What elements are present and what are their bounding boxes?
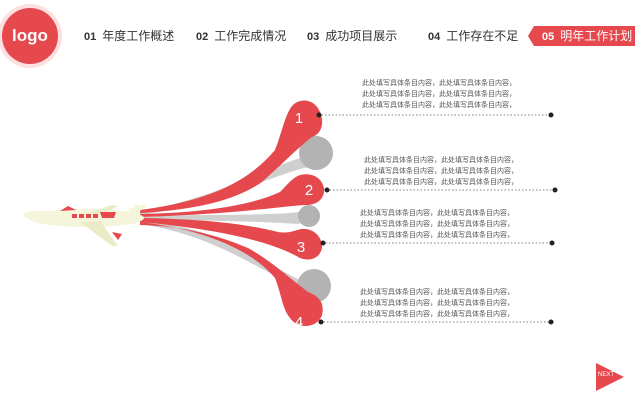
petal-number-1: 1 [295, 110, 303, 127]
gray-ball-1 [299, 136, 333, 170]
nav-item-label: 成功项目展示 [325, 29, 398, 43]
nav-item-label: 明年工作计划 [560, 29, 633, 43]
nav-item-1[interactable]: 01 年度工作概述 [84, 26, 174, 46]
nav-item-number: 02 [196, 31, 209, 43]
gray-ball-2 [298, 205, 320, 227]
nav-item-number: 01 [84, 31, 97, 43]
connector-dot-start [318, 319, 324, 325]
petal-2 [140, 174, 325, 217]
connector-dot-end [548, 112, 554, 118]
connector-dot-start [316, 112, 322, 118]
text-line: 此处填写具体条目内容，此处填写具体条目内容， [360, 299, 514, 307]
nav-item-label: 工作存在不足 [446, 29, 519, 43]
nav-item-label: 年度工作概述 [102, 29, 175, 43]
petal-text-3: 此处填写具体条目内容，此处填写具体条目内容， 此处填写具体条目内容，此处填写具体… [360, 208, 514, 241]
next-label[interactable]: NEXT [598, 372, 615, 378]
text-line: 此处填写具体条目内容，此处填写具体条目内容， [364, 178, 518, 186]
nav-item-number: 04 [428, 31, 441, 43]
connector-dot-start [324, 187, 330, 193]
text-line: 此处填写具体条目内容，此处填写具体条目内容， [360, 209, 514, 217]
text-line: 此处填写具体条目内容，此处填写具体条目内容， [360, 288, 514, 296]
petal-text-4: 此处填写具体条目内容，此处填写具体条目内容， 此处填写具体条目内容，此处填写具体… [360, 287, 514, 320]
text-line: 此处填写具体条目内容，此处填写具体条目内容， [360, 310, 514, 318]
text-line: 此处填写具体条目内容，此处填写具体条目内容， [364, 156, 518, 164]
nav-item-label: 工作完成情况 [214, 29, 287, 43]
nav-item-5[interactable]: 05 明年工作计划 [527, 26, 635, 46]
petal-number-2: 2 [305, 182, 313, 199]
nav-item-3[interactable]: 03 成功项目展示 [307, 26, 397, 46]
petal-3 [140, 218, 323, 260]
petal-text-2: 此处填写具体条目内容，此处填写具体条目内容， 此处填写具体条目内容，此处填写具体… [364, 155, 518, 188]
petal-text-1: 此处填写具体条目内容，此处填写具体条目内容， 此处填写具体条目内容，此处填写具体… [362, 78, 516, 111]
text-line: 此处填写具体条目内容，此处填写具体条目内容， [364, 167, 518, 175]
connector-dot-end [552, 187, 558, 193]
connector-dot-start [320, 240, 326, 246]
top-navigation: 01 年度工作概述 02 工作完成情况 03 成功项目展示 04 工作存在不足 05 明年… [0, 26, 635, 46]
text-line: 此处填写具体条目内容，此处填写具体条目内容， [360, 220, 514, 228]
petal-number-4: 4 [295, 314, 303, 331]
logo-text: logo [12, 26, 48, 45]
nav-item-number: 03 [307, 31, 320, 43]
nav-item-number: 05 [542, 31, 555, 43]
petal-number-3: 3 [297, 239, 305, 256]
text-line: 此处填写具体条目内容，此处填写具体条目内容， [362, 90, 516, 98]
connector-dot-end [549, 240, 555, 246]
petal-4 [140, 222, 323, 326]
connector-dot-end [548, 319, 554, 325]
logo: logo [2, 8, 58, 64]
airplane-icon [24, 204, 146, 246]
petal-1 [140, 100, 323, 213]
next-arrow-icon[interactable] [596, 363, 624, 391]
text-line: 此处填写具体条目内容，此处填写具体条目内容， [362, 79, 516, 87]
text-line: 此处填写具体条目内容，此处填写具体条目内容， [360, 231, 514, 239]
nav-item-2[interactable]: 02 工作完成情况 [196, 26, 286, 46]
text-line: 此处填写具体条目内容，此处填写具体条目内容， [362, 101, 516, 109]
gray-stream-2 [140, 212, 300, 224]
nav-item-4[interactable]: 04 工作存在不足 [428, 26, 518, 46]
